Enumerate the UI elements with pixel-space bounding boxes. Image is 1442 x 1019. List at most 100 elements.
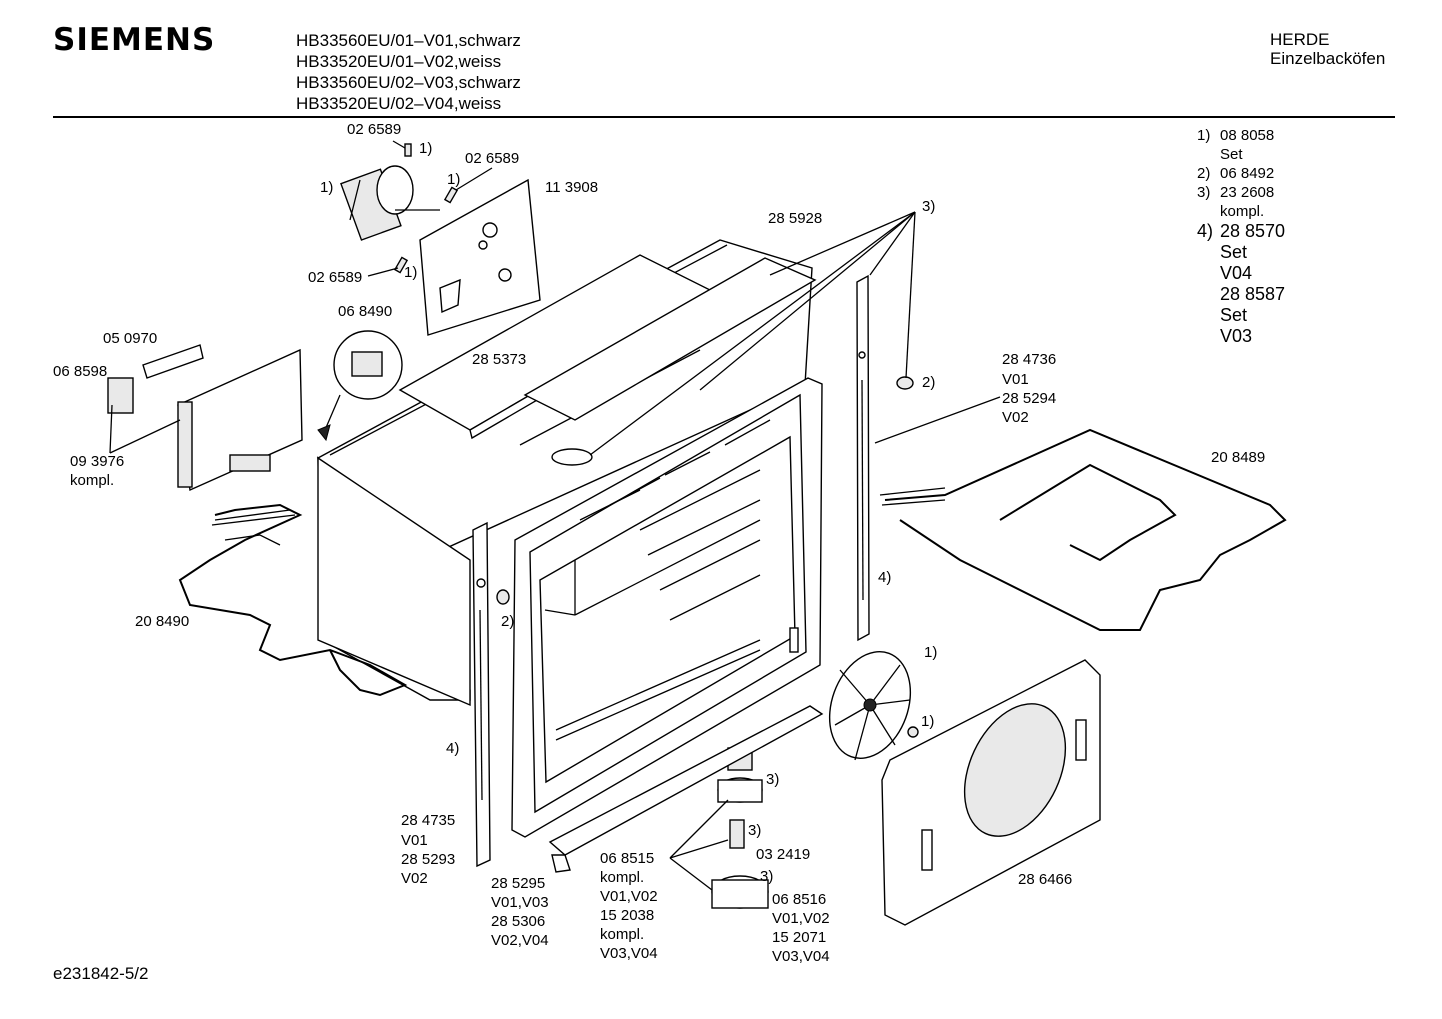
document-id: e231842-5/2 (53, 964, 149, 983)
model-line: HB33520EU/02–V04,weiss (296, 94, 502, 113)
part-number: 02 6589 (347, 121, 401, 138)
fan-motor (340, 165, 440, 241)
model-line: HB33560EU/02–V03,schwarz (296, 73, 521, 92)
insulation-sheet (523, 257, 817, 421)
part-number: 02 6589 (465, 150, 519, 167)
legend-key: 1) (1197, 127, 1211, 144)
part-number: 06 8515 (600, 850, 654, 867)
model-line: HB33560EU/01–V01,schwarz (296, 31, 521, 50)
part-number: 28 5928 (768, 210, 822, 227)
part-number: 28 6466 (1018, 871, 1072, 888)
note-marker: 2) (501, 613, 514, 630)
legend-key: 2) (1197, 165, 1211, 182)
part-number: 06 8516 (772, 891, 826, 908)
version-label: V03,V04 (600, 945, 658, 962)
note-marker: 1) (924, 644, 937, 661)
legend-line: 23 2608 (1220, 184, 1275, 201)
rear-wall-panel (881, 659, 1101, 926)
legend-entry: 4) 28 8570 Set V04 28 8587 Set V03 (1197, 221, 1285, 347)
heater-terminals (211, 509, 296, 546)
part-number: 20 8489 (1211, 449, 1265, 466)
part-note: kompl. (70, 472, 114, 489)
part-number: 15 2038 (600, 907, 654, 924)
part-number: 05 0970 (103, 330, 157, 347)
category-title: HERDE (1270, 30, 1330, 49)
trim-end-cap (551, 854, 571, 873)
category-subtitle: Einzelbacköfen (1270, 49, 1386, 68)
bottom-heater-element (178, 503, 408, 697)
thermostat (317, 330, 403, 442)
part-number: 06 8490 (338, 303, 392, 320)
front-frame (511, 377, 823, 838)
part-number: 28 5306 (491, 913, 545, 930)
part-number: 06 8598 (53, 363, 107, 380)
legend-entry: 2) 06 8492 (1197, 164, 1285, 183)
part-number: 03 2419 (756, 846, 810, 863)
note-marker: 1) (419, 140, 432, 157)
fan-motor-bracket (419, 178, 541, 336)
clip-icon (393, 256, 409, 274)
brand-logo: SIEMENS (53, 22, 216, 58)
model-list: HB33560EU/01–V01,schwarz HB33520EU/01–V0… (296, 30, 521, 114)
note-marker: 3) (922, 198, 935, 215)
legend-line: V04 (1220, 263, 1253, 283)
parts-legend: 1) 08 8058 Set 2) 06 8492 3) 23 2608 kom… (1197, 126, 1285, 347)
note-marker: 3) (760, 868, 773, 885)
part-number: 28 5373 (472, 351, 526, 368)
part-number: 28 4735 (401, 812, 455, 829)
version-label: V01 (1002, 371, 1029, 388)
note-marker: 1) (921, 713, 934, 730)
clip-icon (404, 143, 412, 157)
clip-icon (443, 186, 459, 204)
version-label: V01,V02 (772, 910, 830, 927)
legend-entry: 1) 08 8058 Set (1197, 126, 1285, 164)
cap-icon (496, 589, 510, 605)
version-label: V02 (401, 870, 428, 887)
part-number: 28 5294 (1002, 390, 1056, 407)
part-number: 28 4736 (1002, 351, 1056, 368)
note-marker: 2) (922, 374, 935, 391)
note-marker: 1) (447, 171, 460, 188)
grill-heater-element (879, 428, 1287, 631)
version-label: V03,V04 (772, 948, 830, 965)
version-label: V01,V02 (600, 888, 658, 905)
note-marker: 3) (766, 771, 779, 788)
fan-wheel (828, 651, 912, 761)
leader-lines (109, 140, 1001, 891)
version-label: V02 (1002, 409, 1029, 426)
part-number: 15 2071 (772, 929, 826, 946)
note-marker: 4) (878, 569, 891, 586)
control-bracket (107, 344, 303, 492)
legend-line: 08 8058 (1220, 127, 1275, 144)
part-number: 11 3908 (545, 179, 598, 196)
body-opening (551, 448, 593, 466)
legend-line: 28 8587 (1220, 284, 1286, 304)
part-number: 28 5293 (401, 851, 455, 868)
legend-entry: 3) 23 2608 kompl. (1197, 183, 1285, 221)
part-number: 28 5295 (491, 875, 545, 892)
version-label: V01 (401, 832, 428, 849)
legend-line: 06 8492 (1220, 165, 1275, 182)
part-note: kompl. (600, 869, 644, 886)
fan-nut (907, 726, 919, 738)
model-line: HB33520EU/01–V02,weiss (296, 52, 502, 71)
part-number: 02 6589 (308, 269, 362, 286)
category-block: HERDE Einzelbacköfen (1270, 30, 1385, 68)
legend-line: kompl. (1220, 203, 1265, 220)
legend-line: Set (1220, 146, 1243, 163)
legend-line: Set (1220, 305, 1248, 325)
legend-line: V03 (1220, 326, 1253, 346)
version-label: V01,V03 (491, 894, 549, 911)
note-marker: 4) (446, 740, 459, 757)
door-trim-strip (548, 705, 824, 856)
lamp-window (789, 627, 799, 653)
legend-line: 28 8570 (1220, 221, 1286, 241)
part-note: kompl. (600, 926, 644, 943)
cap-icon (896, 376, 914, 390)
note-marker: 1) (404, 264, 417, 281)
legend-key: 4) (1197, 221, 1214, 241)
legend-key: 3) (1197, 184, 1211, 201)
note-marker: 1) (320, 179, 333, 196)
legend-line: Set (1220, 242, 1248, 262)
